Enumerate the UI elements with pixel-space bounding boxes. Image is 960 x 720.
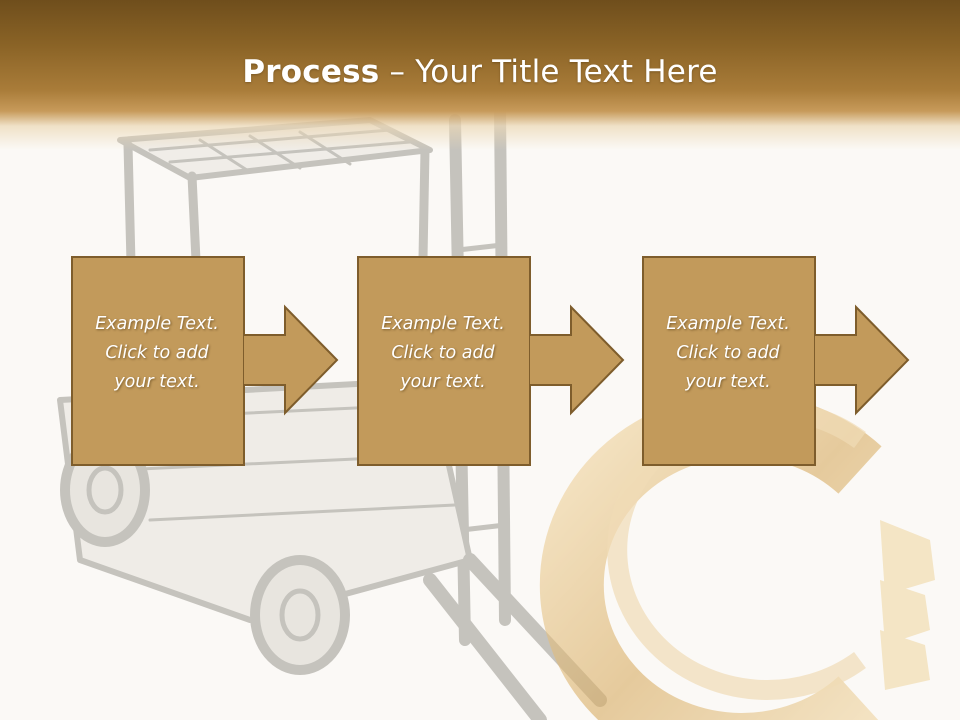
title-bold: Process xyxy=(242,54,380,90)
process-step-1[interactable]: Example Text. Click to add your text. xyxy=(71,256,341,466)
arrow-right-icon xyxy=(815,304,910,416)
step-shape xyxy=(71,256,339,466)
step-shape xyxy=(357,256,625,466)
step-box xyxy=(357,256,531,466)
step-text: Example Text. Click to add your text. xyxy=(642,310,814,397)
process-step-2[interactable]: Example Text. Click to add your text. xyxy=(357,256,627,466)
step-box xyxy=(71,256,245,466)
slide-title[interactable]: Process – Your Title Text Here xyxy=(0,54,960,90)
step-text-line1: Example Text. xyxy=(381,314,505,334)
step-text-line2: Click to add xyxy=(105,343,209,363)
step-text-line1: Example Text. xyxy=(666,314,790,334)
header-band xyxy=(0,0,960,150)
step-text-line2: Click to add xyxy=(391,343,495,363)
step-box xyxy=(642,256,816,466)
step-text-line3: your text. xyxy=(114,372,200,392)
step-text-line3: your text. xyxy=(400,372,486,392)
step-text: Example Text. Click to add your text. xyxy=(357,310,529,397)
step-text-line1: Example Text. xyxy=(95,314,219,334)
step-shape xyxy=(642,256,910,466)
step-text-line3: your text. xyxy=(685,372,771,392)
step-text: Example Text. Click to add your text. xyxy=(71,310,243,397)
process-step-3[interactable]: Example Text. Click to add your text. xyxy=(642,256,912,466)
title-rest: – Your Title Text Here xyxy=(379,54,718,90)
arrow-right-icon xyxy=(530,304,625,416)
step-text-line2: Click to add xyxy=(676,343,780,363)
arrow-right-icon xyxy=(244,304,339,416)
